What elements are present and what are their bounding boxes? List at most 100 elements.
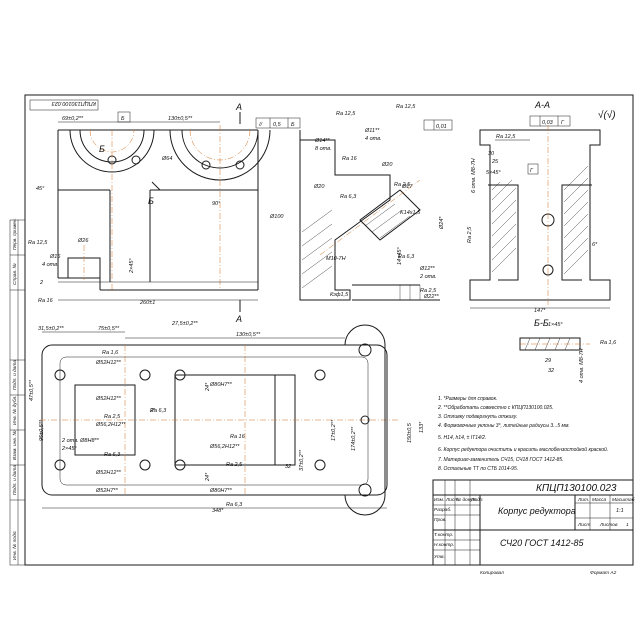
dim-2x45-plan: 2×45° <box>61 446 77 452</box>
label-kopiroval: Копировал <box>480 570 504 576</box>
dim-d80-a: Ø80H7** <box>209 382 233 388</box>
dim-174: 174±0,2** <box>351 426 357 451</box>
dim-d52-b: Ø52H12** <box>95 396 122 402</box>
dim-k14: K14x1,5 <box>400 210 421 216</box>
dim-d80-b: Ø80H7** <box>209 488 233 494</box>
plan-view: 31,5±0,2** 75±0,5** 27,5±0,2** 130±0,5**… <box>29 321 425 516</box>
dim-d22: Ø22** <box>423 294 440 300</box>
title-scale-val: 1:1 <box>616 508 624 514</box>
row-prov: Пров. <box>434 517 447 523</box>
dim-47: 47±0,5** <box>29 379 35 401</box>
strip-label-6: Подп. и дата <box>12 465 18 495</box>
title-bb: Б-Б <box>534 318 549 328</box>
dim-d14: Ø14** <box>314 138 331 144</box>
dim-90deg: 90° <box>212 201 221 207</box>
dim-5x45: 5×45° <box>486 170 501 176</box>
label-a-top: А <box>235 102 242 112</box>
dim-2holes-d8: 2 отв. Ø8H8** <box>61 438 100 444</box>
tol-flat <box>423 119 453 131</box>
ra-mark-3: Ra 16 <box>342 156 358 162</box>
tol-parallel-value: 0,5 <box>273 122 282 128</box>
dim-d26: Ø26 <box>77 238 89 244</box>
dim-37: 37±0,2** <box>299 449 305 471</box>
hdr-sign: Подп. <box>471 497 484 503</box>
dim-31-5: 31,5±0,2** <box>38 326 65 332</box>
ra-mark-2: Ra 12,5 <box>396 104 416 110</box>
strip-label-3: Подп. и дата <box>12 360 18 390</box>
strip-label-7: Инв. № подл. <box>12 530 18 560</box>
dim-17: 17±0,2** <box>331 419 337 441</box>
dim-m10: M10-7H <box>326 256 346 262</box>
dim-d20-a: Ø20 <box>381 162 393 168</box>
dim-133: 133* <box>419 421 425 433</box>
dim-260: 260±1 <box>139 300 155 306</box>
dim-150: 150±0,5 <box>407 422 413 443</box>
ra-mark-10: Ra 1,6 <box>600 340 617 346</box>
dim-d52h7: Ø52H7** <box>95 488 119 494</box>
hdr-doc: № докум. <box>456 497 477 503</box>
technical-notes: 1. *Размеры для справок. 2. **Обработать… <box>437 396 608 472</box>
title-col-lit: Лит. <box>577 497 589 503</box>
dim-69: 69±0,2** <box>62 116 84 122</box>
dim-d100: Ø100 <box>269 214 284 220</box>
strip-label-1: Перв. примен. <box>12 218 18 250</box>
dim-75: 75±0,5** <box>98 326 120 332</box>
tol-perp-value: 0,03 <box>542 120 554 126</box>
dim-45deg: 45° <box>36 186 45 192</box>
title-name: Корпус редуктора <box>498 506 576 516</box>
row-utv: Утв. <box>434 554 445 560</box>
dim-4holes: 4 отв. <box>42 262 59 268</box>
hdr-list: Лист <box>445 497 458 503</box>
dim-348: 348* <box>212 508 224 514</box>
datum-g-box <box>527 163 539 175</box>
note-2: 2. **Обработать совместно с КПЦП130100.0… <box>437 405 553 411</box>
dim-2star: 2* <box>149 408 156 414</box>
dim-27-5: 27,5±0,2** <box>171 321 199 327</box>
dim-25: 25 <box>491 159 499 165</box>
dim-6star: 6* <box>592 242 598 248</box>
ra-mark-12: Ra 6,3 <box>150 408 167 414</box>
dim-24-a: 24* <box>205 382 211 392</box>
ra-mark-1: Ra 12,5 <box>336 111 356 117</box>
ra-mark-9: Ra 2,5 <box>467 226 473 243</box>
title-doc-code: КПЦП130100.023 <box>536 483 617 494</box>
strip-label-2: Справ. № <box>12 263 18 285</box>
dim-2: 2 <box>39 280 43 286</box>
dim-14x45: 14×45° <box>397 247 403 265</box>
datum-b: Б <box>121 116 125 122</box>
dim-d52-c: Ø52H12** <box>95 470 122 476</box>
dim-95: 95±0,5** <box>39 419 45 441</box>
ra-mark-14: Ra 6,3 <box>104 452 121 458</box>
ra-mark-4: Ra 2,5 <box>394 182 411 188</box>
ra-mark-left-1: Ra 12,5 <box>28 240 48 246</box>
dim-24-b: 24* <box>205 472 211 482</box>
dim-1x45: 1×45° <box>548 322 563 328</box>
title-col-scale: Масштаб <box>612 497 635 503</box>
dim-d56-b: Ø56,2H12** <box>209 444 240 450</box>
note-5: 5. H14, h14, ± IT14/2. <box>438 435 486 441</box>
dim-32: 32 <box>548 368 554 374</box>
tol-perp <box>529 115 571 127</box>
dim-d11: Ø11** <box>364 128 380 134</box>
dim-29: 29 <box>544 358 551 364</box>
left-strip <box>9 219 26 566</box>
row-nkontr: Н.контр. <box>434 542 454 548</box>
label-format: Формат А2 <box>590 570 617 576</box>
title-aa: А-А <box>534 100 550 110</box>
note-7: 7. Материал-заменитель СЧ15, СЧ18 ГОСТ 1… <box>438 457 564 463</box>
title-sheets-val: 1 <box>626 522 629 528</box>
ra-mark-13: Ra 2,5 <box>104 414 121 420</box>
dim-d52-a: Ø52H12** <box>95 360 122 366</box>
ra-mark-11: Ra 1,6 <box>102 350 119 356</box>
strip-label-5: Взам. инв. № <box>12 430 18 460</box>
datum-b-box <box>117 111 131 123</box>
dim-4holes-b: 4 отв. <box>365 136 382 142</box>
ra-mark-15: Ra 16 <box>230 434 246 440</box>
front-view: А А Б Б 69±0,2** 130±0,5** 45° Ø64 Ø100 … <box>28 102 416 324</box>
dim-kef: Кэф1,5 <box>330 292 349 298</box>
note-8: 8. Остальные ТТ по СТБ 1014-95. <box>438 466 518 472</box>
note-1: 1. *Размеры для справок. <box>438 396 497 402</box>
section-aa: А-А √(√) 0,03 Г Ra 12,5 30 25 5×45° 6 от… <box>467 100 616 314</box>
section-bb: Б-Б 1×45° 29 32 4 отв. M8-7H Ra 1,6 <box>519 318 617 383</box>
note-3: 3. Отливку подвергнуть отжигу. <box>438 414 517 420</box>
